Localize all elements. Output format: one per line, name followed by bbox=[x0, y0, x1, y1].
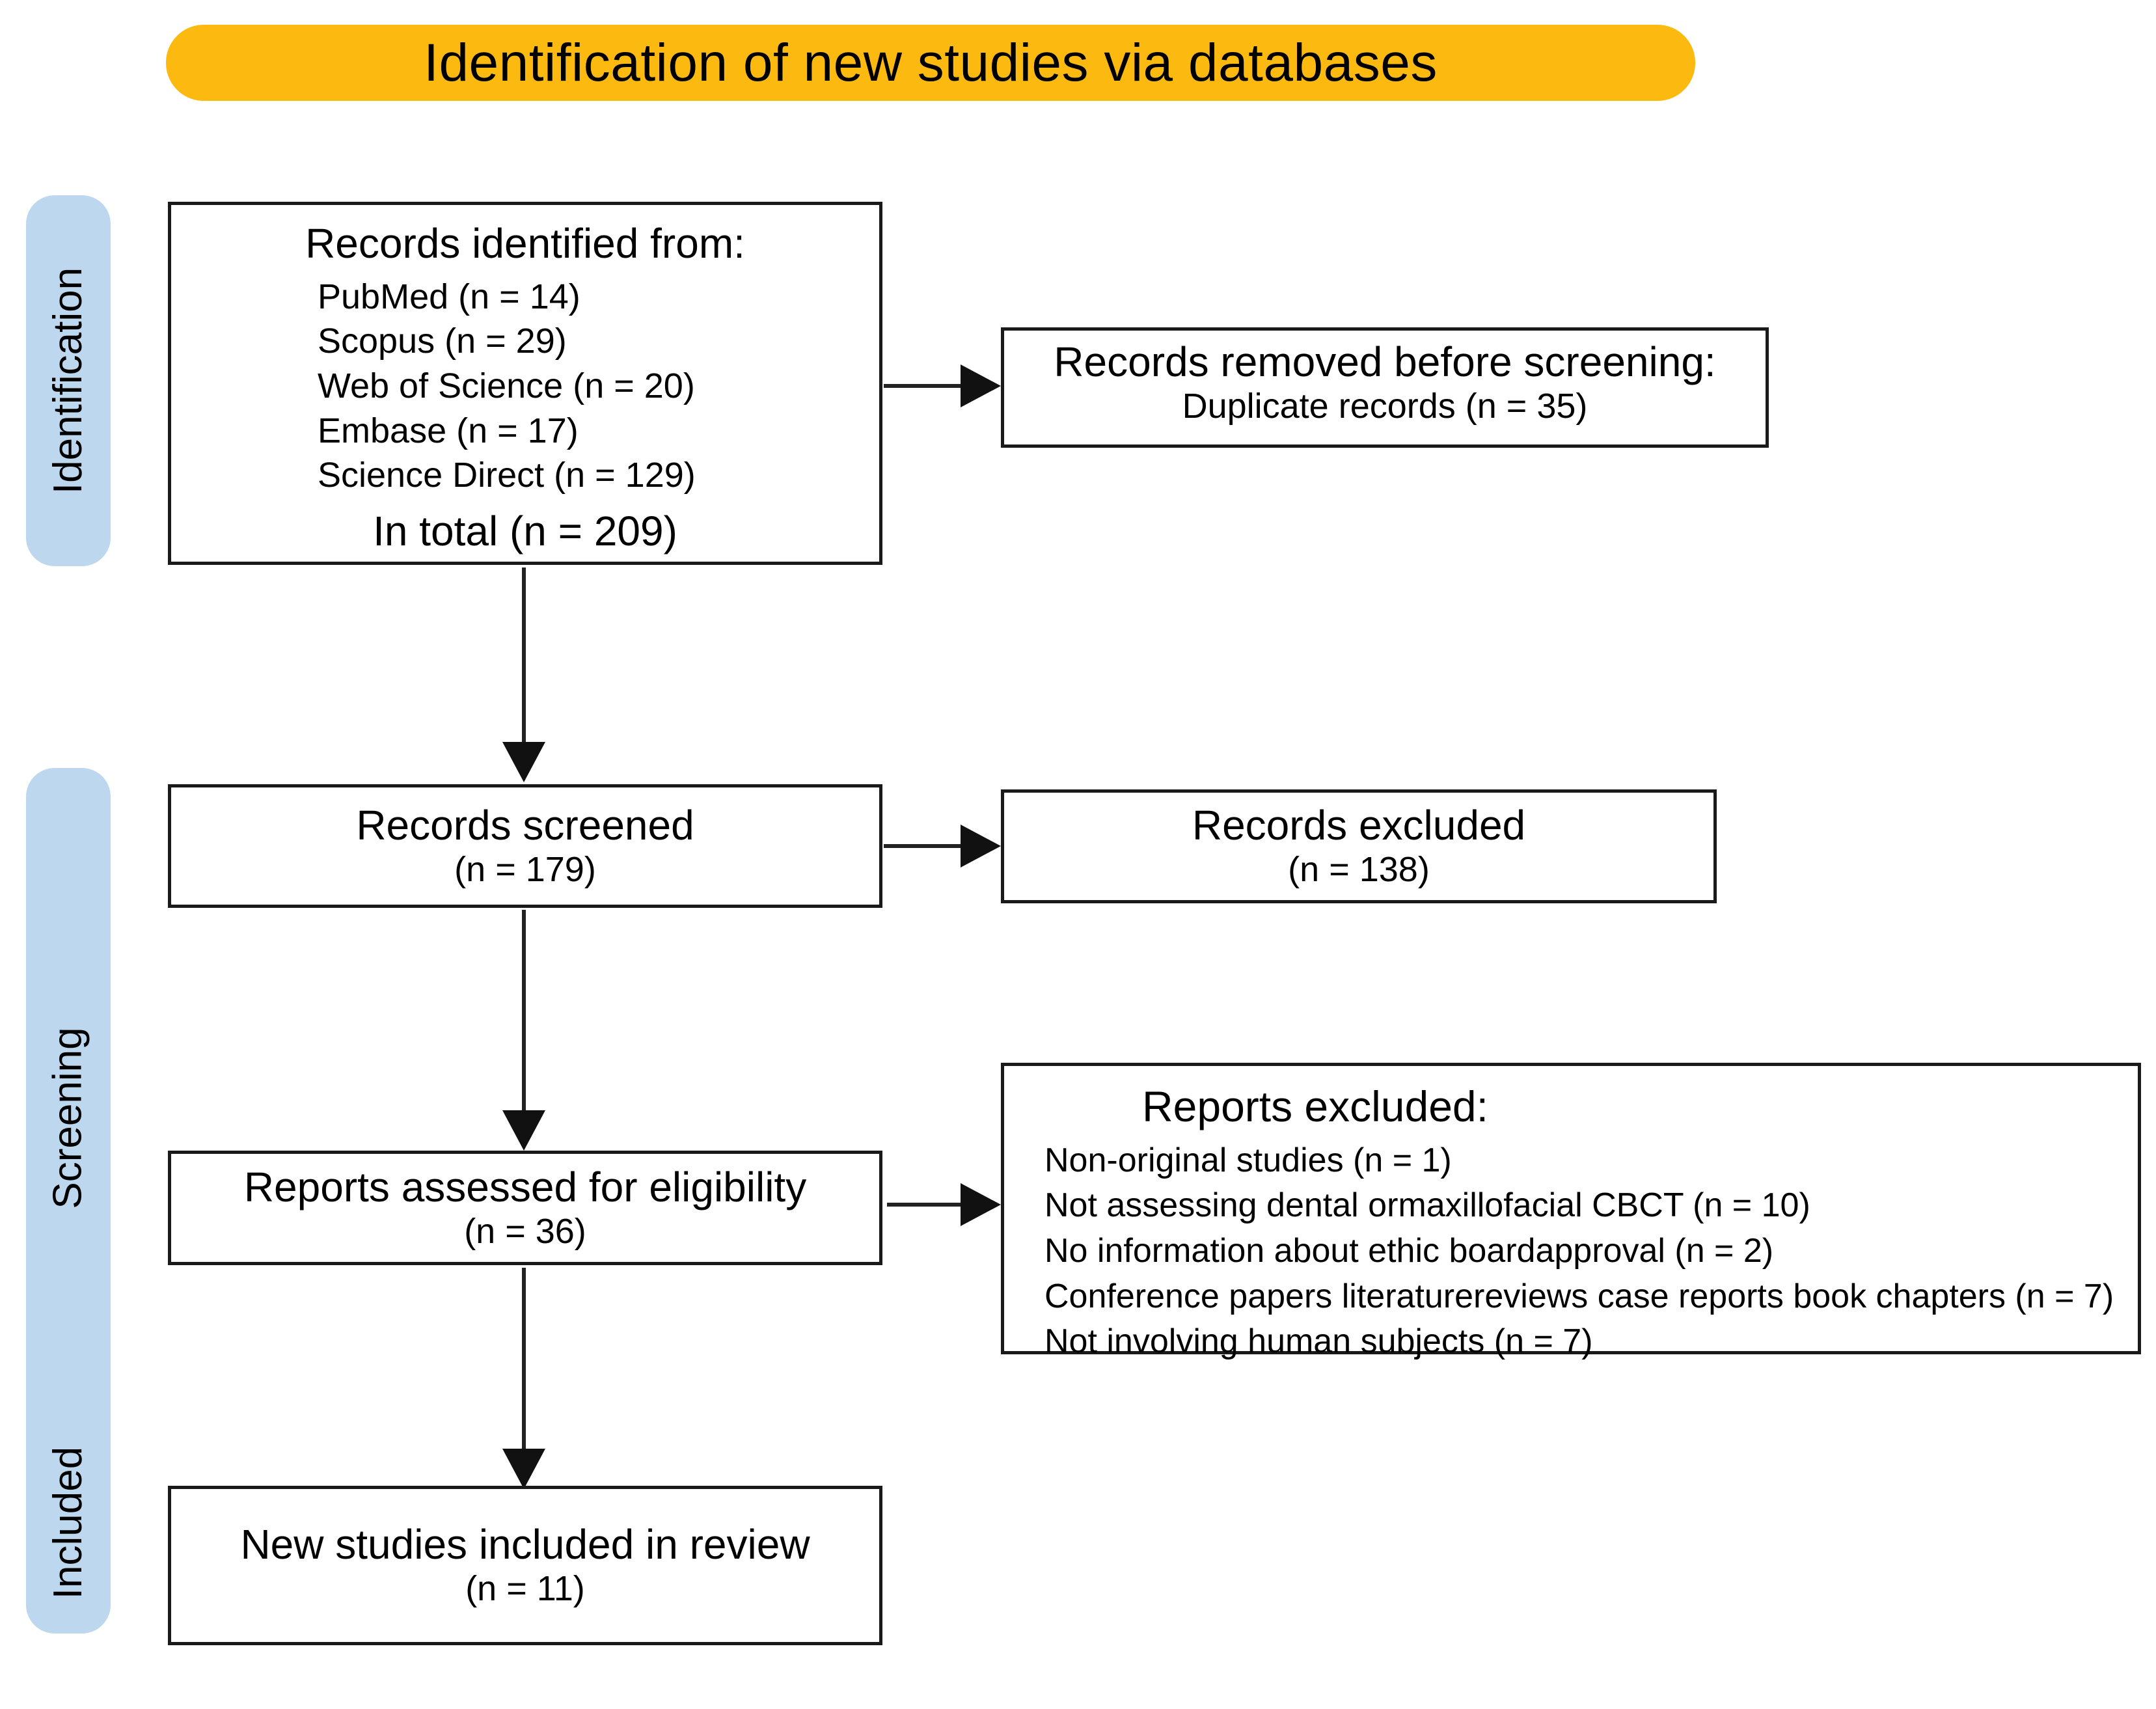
box-reports-eligibility: Reports assessed for eligibility (n = 36… bbox=[168, 1151, 882, 1265]
records-identified-heading: Records identified from: bbox=[305, 220, 745, 267]
stage-bar-included: Included bbox=[26, 1412, 111, 1634]
source-scopus: Scopus (n = 29) bbox=[318, 321, 567, 361]
box-reports-excluded: Reports excluded: Non-original studies (… bbox=[1001, 1063, 2141, 1360]
records-excluded-count: (n = 138) bbox=[1288, 850, 1430, 890]
included-count: (n = 11) bbox=[465, 1569, 585, 1609]
arrow-eligibility-to-included bbox=[502, 1268, 545, 1489]
reason-non-original: Non-original studies (n = 1) bbox=[1044, 1141, 1452, 1179]
eligibility-count: (n = 36) bbox=[464, 1211, 586, 1251]
reason-no-human-subjects: Not involving human subjects (n = 7) bbox=[1044, 1322, 1593, 1361]
source-pubmed: PubMed (n = 14) bbox=[318, 277, 580, 316]
diagram-title: Identification of new studies via databa… bbox=[424, 33, 1438, 92]
reason-no-ethics-info: No information about ethic boardapproval… bbox=[1044, 1231, 1774, 1270]
source-science-direct: Science Direct (n = 129) bbox=[318, 456, 696, 495]
source-embase: Embase (n = 17) bbox=[318, 411, 579, 450]
stage-label-included: Included bbox=[46, 1446, 91, 1600]
diagram-title-banner: Identification of new studies via databa… bbox=[166, 25, 1695, 101]
reason-publication-type: Conference papers literaturereviews case… bbox=[1044, 1277, 2114, 1315]
box-records-screened: Records screened (n = 179) bbox=[168, 784, 882, 908]
stage-label-screening: Screening bbox=[46, 1026, 90, 1209]
stage-label-identification: Identification bbox=[46, 267, 90, 495]
box-records-removed: Records removed before screening: Duplic… bbox=[1001, 327, 1769, 448]
records-removed-detail: Duplicate records (n = 35) bbox=[1182, 387, 1588, 426]
box-studies-included: New studies included in review (n = 11) bbox=[168, 1486, 882, 1645]
reason-not-cbct: Not assessing dental ormaxillofacial CBC… bbox=[1044, 1186, 1810, 1225]
arrow-identified-to-screened bbox=[502, 567, 545, 782]
records-excluded-heading: Records excluded bbox=[1192, 802, 1526, 849]
records-screened-count: (n = 179) bbox=[454, 849, 596, 889]
arrow-screened-to-eligibility bbox=[502, 910, 545, 1151]
database-source-list: PubMed (n = 14) Scopus (n = 29) Web of S… bbox=[171, 277, 696, 500]
arrow-identified-to-removed bbox=[884, 364, 1001, 407]
box-records-excluded: Records excluded (n = 138) bbox=[1001, 789, 1717, 903]
box-records-identified: Records identified from: PubMed (n = 14)… bbox=[168, 202, 882, 565]
source-web-of-science: Web of Science (n = 20) bbox=[318, 366, 695, 405]
stage-bar-identification: Identification bbox=[26, 195, 111, 566]
reports-excluded-heading: Reports excluded: bbox=[1142, 1082, 1488, 1130]
eligibility-heading: Reports assessed for eligibility bbox=[243, 1163, 807, 1210]
records-identified-total: In total (n = 209) bbox=[373, 507, 677, 554]
included-heading: New studies included in review bbox=[240, 1521, 810, 1568]
stage-bar-screening: Screening bbox=[26, 768, 111, 1468]
arrow-eligibility-to-reports-excluded bbox=[887, 1183, 1001, 1226]
records-removed-heading: Records removed before screening: bbox=[1054, 338, 1716, 386]
records-screened-heading: Records screened bbox=[356, 801, 694, 849]
arrow-screened-to-excluded bbox=[884, 825, 1001, 868]
